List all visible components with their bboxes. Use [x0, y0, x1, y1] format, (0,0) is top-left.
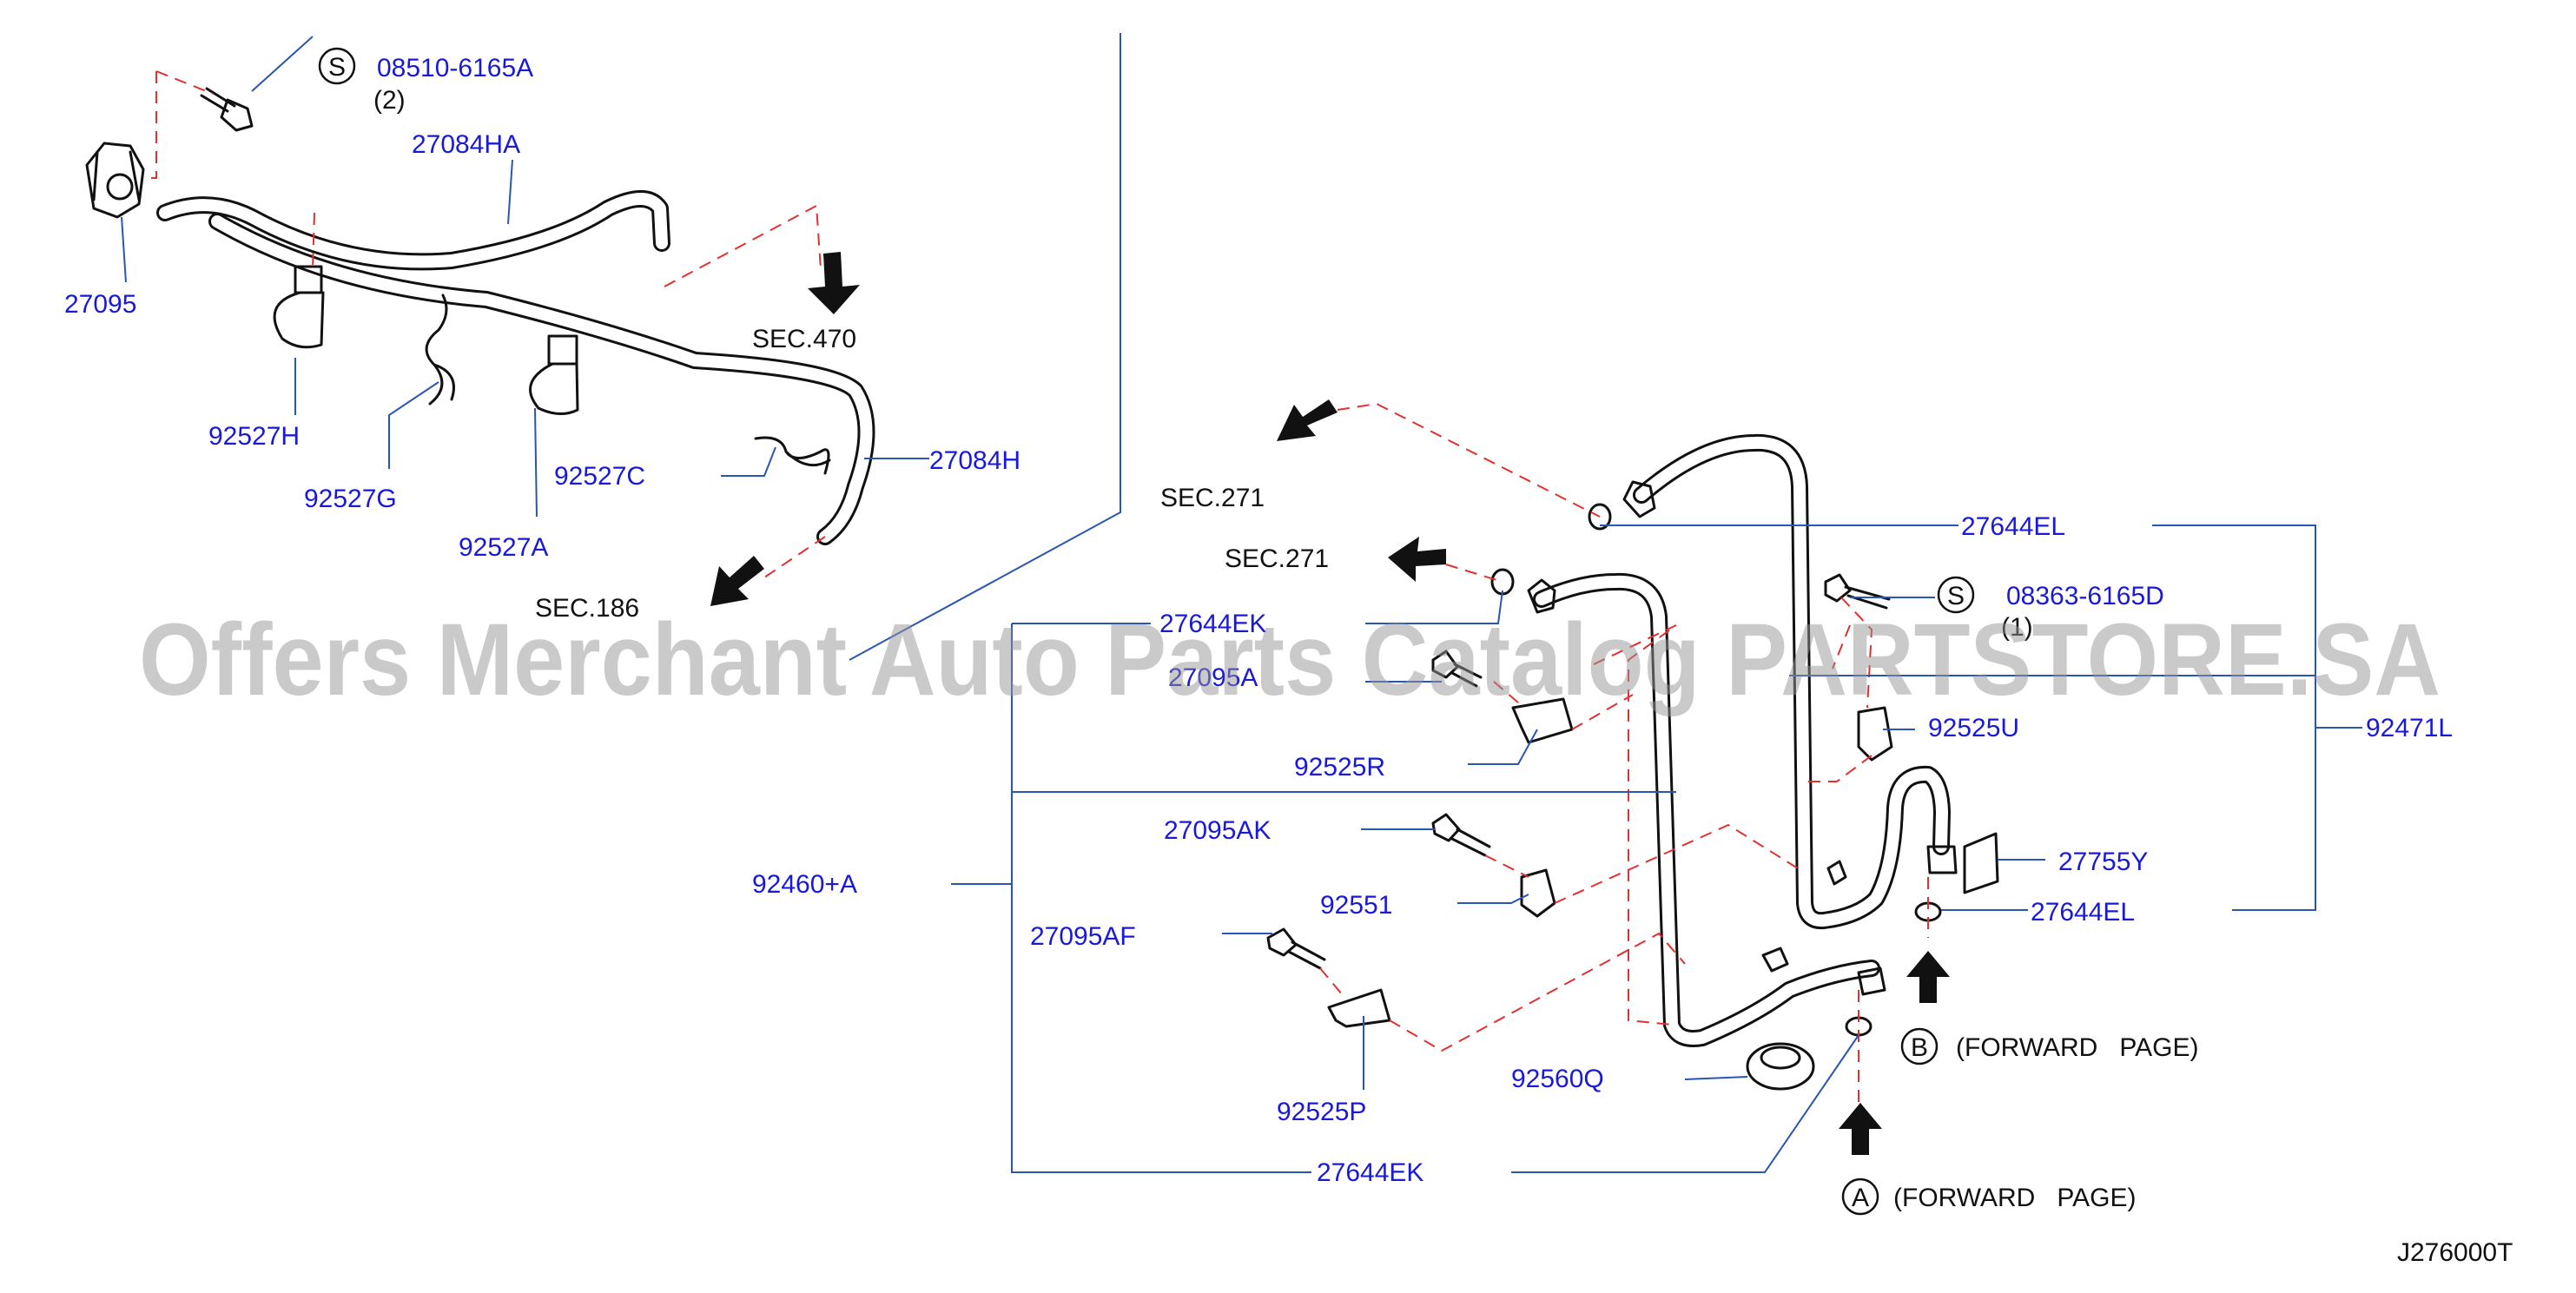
bracket-92551-part	[1520, 868, 1556, 918]
label-27644ek-top[interactable]: 27644EK	[1159, 610, 1266, 638]
bracket-92525u-part	[1857, 706, 1893, 762]
label-08510-6165a[interactable]: 08510-6165A	[377, 54, 533, 82]
washer-27644el-top	[1588, 503, 1612, 531]
label-08363-6165d[interactable]: 08363-6165D	[2006, 582, 2164, 610]
label-92527c[interactable]: 92527C	[554, 462, 645, 491]
section-divider-line	[849, 33, 1121, 661]
wire-92527c-part	[754, 436, 831, 475]
label-92525r[interactable]: 92525R	[1294, 753, 1385, 782]
label-08363-qty: (1)	[2001, 613, 2033, 642]
s-symbol-1: S	[328, 53, 346, 82]
arrow-sec271-a	[1277, 399, 1338, 441]
label-sec271-b[interactable]: SEC.271	[1225, 544, 1329, 573]
label-27755y[interactable]: 27755Y	[2058, 848, 2148, 876]
abs-sensor-part	[85, 142, 145, 219]
a-symbol: A	[1852, 1184, 1869, 1212]
arrow-b-up	[1906, 951, 1950, 1003]
label-92471l[interactable]: 92471L	[2366, 714, 2453, 742]
label-27095af[interactable]: 27095AF	[1030, 922, 1136, 951]
s-symbol-circle-2	[1937, 576, 1975, 614]
watermark: Offers Merchant Auto Parts Catalog PARTS…	[139, 603, 2441, 717]
grommet-92560q-part	[1746, 1042, 1815, 1091]
plate-27755y-part	[1963, 832, 1999, 894]
fitting-top	[1622, 480, 1656, 518]
label-92551[interactable]: 92551	[1320, 891, 1392, 920]
label-27644ek-bot[interactable]: 27644EK	[1317, 1158, 1423, 1187]
label-sec470[interactable]: SEC.470	[752, 325, 856, 353]
forward-page-a[interactable]: (FORWARD PAGE)	[1893, 1184, 2136, 1212]
arrow-sec470	[808, 252, 860, 314]
label-27644el-top[interactable]: 27644EL	[1961, 512, 2065, 541]
b-symbol-circle	[1900, 1027, 1939, 1065]
s-symbol-circle-1	[318, 47, 356, 85]
washer-27644ek-top	[1490, 568, 1515, 596]
label-27095a[interactable]: 27095A	[1168, 663, 1258, 692]
forward-page-b[interactable]: (FORWARD PAGE)	[1956, 1033, 2198, 1062]
clip-92527a-part	[529, 334, 579, 415]
bolt-27095af-part	[1266, 927, 1326, 970]
arrow-sec271-b	[1388, 537, 1446, 582]
b-symbol: B	[1911, 1033, 1928, 1062]
label-27644el-bot[interactable]: 27644EL	[2031, 898, 2135, 927]
label-27084ha[interactable]: 27084HA	[412, 130, 520, 159]
label-27095[interactable]: 27095	[64, 290, 136, 319]
bracket-92525r-part	[1511, 697, 1574, 744]
label-92527a[interactable]: 92527A	[459, 533, 548, 562]
label-sec186[interactable]: SEC.186	[535, 594, 639, 623]
label-27084h[interactable]: 27084H	[929, 446, 1020, 475]
bolt-08510-part	[200, 87, 254, 132]
label-92460a[interactable]: 92460+A	[752, 870, 857, 899]
clip-92527h-part	[273, 265, 325, 349]
arrow-sec186	[710, 556, 764, 606]
s-symbol-2: S	[1947, 582, 1965, 610]
diagram-id: J276000T	[2397, 1238, 2513, 1267]
label-92527h[interactable]: 92527H	[208, 422, 300, 451]
bolt-location-dash	[143, 70, 214, 179]
a-symbol-circle	[1841, 1178, 1879, 1216]
bracket-92525p-part	[1327, 988, 1391, 1028]
arrow-a-up	[1839, 1103, 1882, 1155]
label-92560q[interactable]: 92560Q	[1511, 1065, 1604, 1093]
label-92525u[interactable]: 92525U	[1928, 714, 2019, 742]
label-92527g[interactable]: 92527G	[304, 485, 397, 513]
bolt-27095a-part	[1431, 650, 1483, 688]
label-sec271-a[interactable]: SEC.271	[1160, 484, 1265, 512]
label-92525p[interactable]: 92525P	[1277, 1098, 1366, 1126]
wire-92527g-part	[425, 294, 455, 406]
label-27095ak[interactable]: 27095AK	[1164, 816, 1271, 845]
label-08510-qty: (2)	[373, 86, 406, 115]
bolt-27095ak-part	[1431, 813, 1491, 857]
